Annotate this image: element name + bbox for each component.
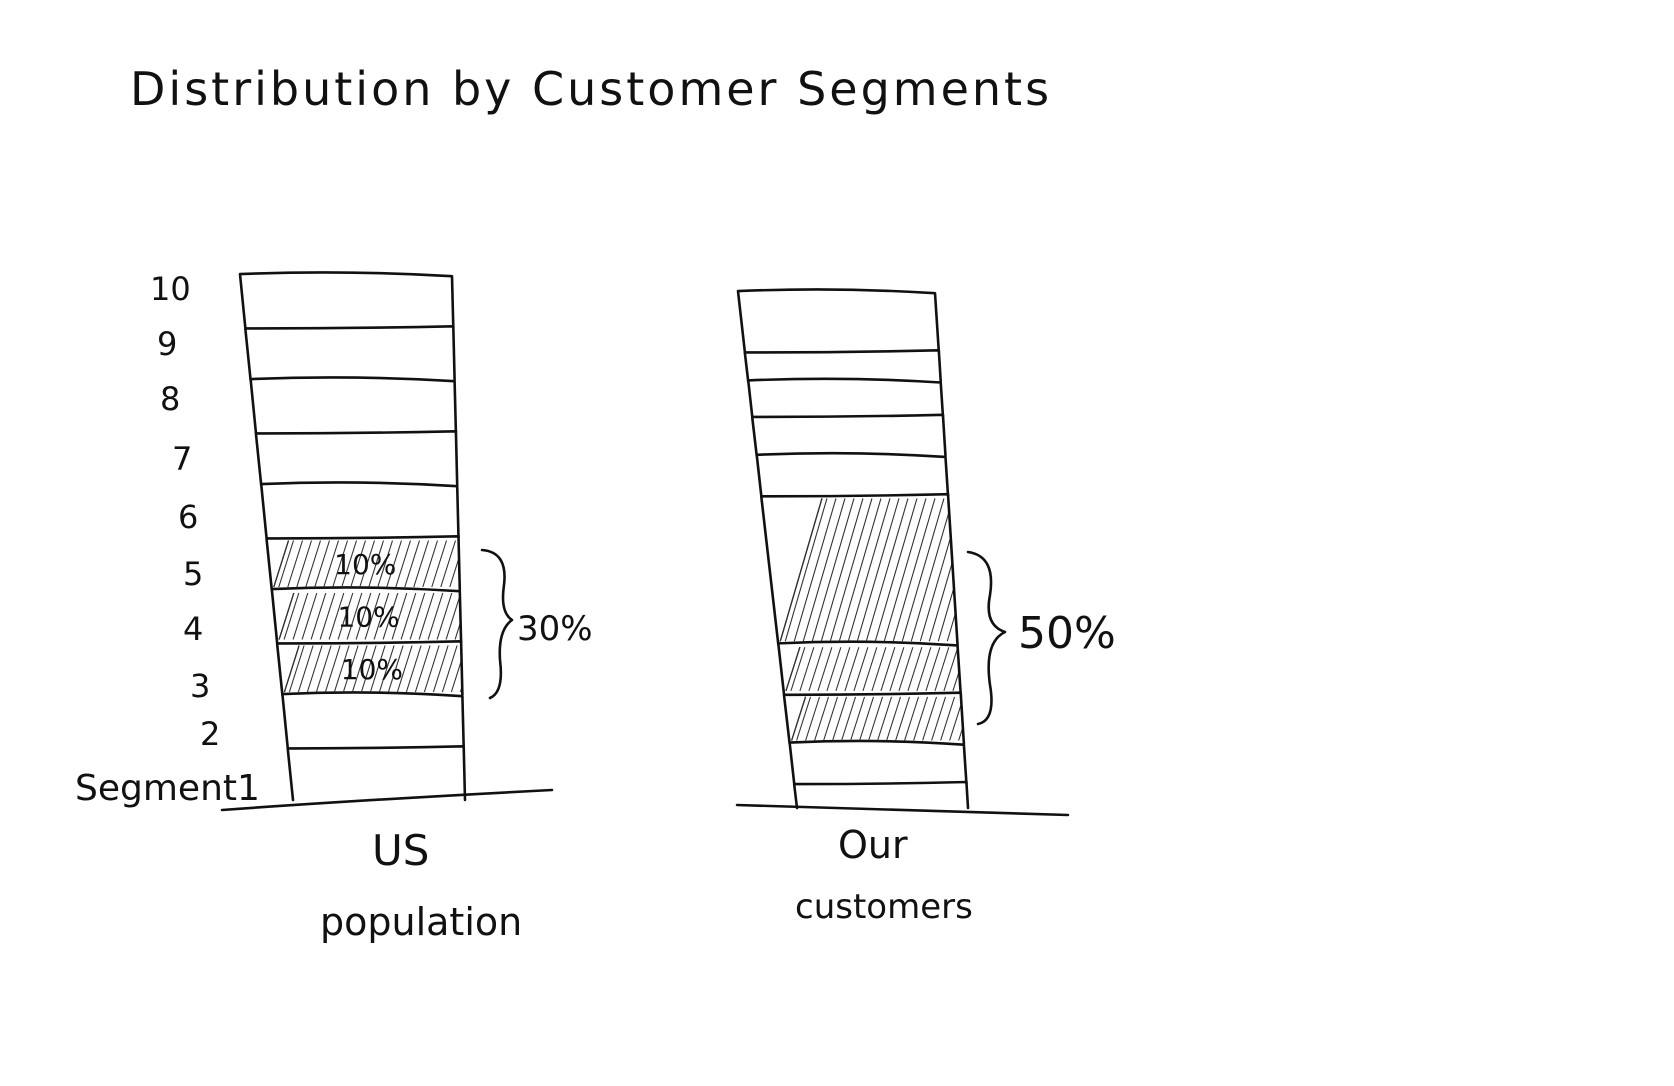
segment-box [286,745,467,802]
bracket-label-us-population: 30% [517,609,593,649]
y-tick-label: 9 [157,325,177,363]
hatch-segment-4 [785,647,961,692]
segment-box [750,413,947,458]
y-tick-label: 5 [183,555,203,593]
segment-box [265,535,462,592]
segment-box [792,780,970,810]
segment-label: 10% [337,600,399,633]
segment-label: 10% [341,653,403,686]
segment-box [275,640,464,697]
y-tick-label: 10 [150,270,191,308]
y-tick-label: 2 [200,715,220,753]
y-tick-label: 7 [172,440,192,478]
segment-box [736,288,941,353]
segment-box [782,691,966,745]
segment-box [746,377,945,418]
bracket-us-population [480,548,514,700]
chart-title: Distribution by Customer Segments [130,62,1052,116]
segment-box [743,349,943,383]
hatch-segment-5 [273,540,460,588]
category-label-us-line1: US [372,826,429,875]
segment-box [259,481,460,539]
category-label-ours-line1: Our [838,823,908,867]
hatch-segment-3 [283,645,463,693]
bracket-our-customers [966,550,1007,726]
hatch-segment-4 [278,592,462,640]
segment-box [788,739,968,785]
segment-box [244,325,456,382]
y-tick-label: 3 [190,667,210,705]
y-tick-label: 6 [178,498,198,536]
segment-box [254,430,459,487]
y-tick-label: Segment1 [75,768,260,809]
category-label-us-line2: population [320,900,522,944]
segment-box [281,691,465,749]
segment-box [270,586,463,644]
segment-box [776,640,963,696]
hatch-segment-3 [791,696,964,741]
baseline-us-population [220,788,554,812]
bracket-label-our-customers: 50% [1018,608,1116,659]
segment-box [755,451,950,497]
category-label-ours-line2: customers [795,887,973,927]
segment-box [759,492,959,646]
segment-box [249,376,458,434]
y-tick-label: 4 [183,610,203,648]
y-tick-label: 8 [160,380,180,418]
segment-box [238,271,455,329]
stack-us-population: 10% 10% 10% [238,271,467,802]
baseline-our-customers [735,803,1070,817]
hatch-segment-5 [779,498,958,642]
segment-label: 10% [334,548,396,581]
stack-our-customers [736,288,970,810]
